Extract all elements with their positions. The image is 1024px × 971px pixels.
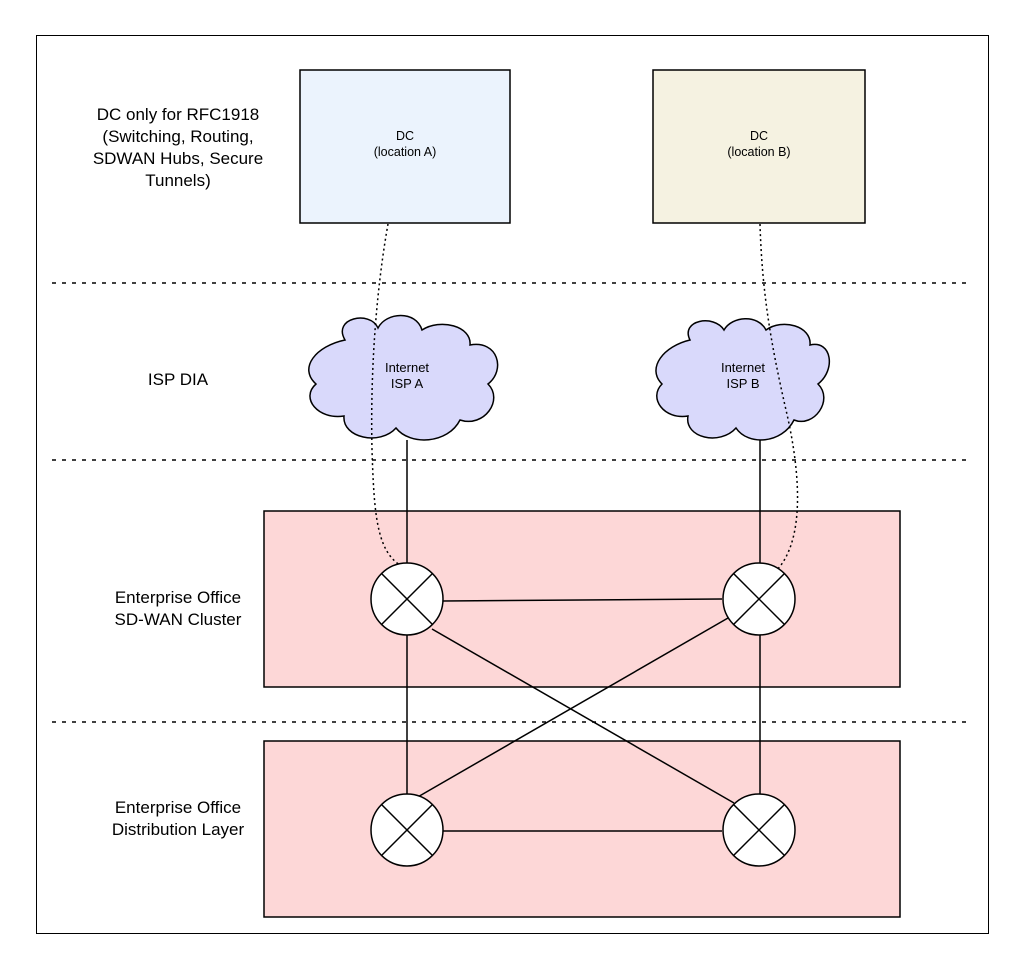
tunnel-dc-b — [759, 223, 799, 572]
layer-label-isp: ISP DIA — [147, 370, 209, 389]
cloud-isp-b — [655, 318, 831, 441]
cloud-isp-a — [308, 314, 499, 441]
cloud-icon — [655, 318, 831, 441]
layer-label-sdwan: Enterprise Office SD-WAN Cluster — [114, 588, 242, 629]
dc-box-b — [652, 69, 866, 224]
router-dist-b — [722, 793, 796, 867]
layer-label-distribution: Enterprise Office Distribution Layer — [111, 798, 245, 839]
link-sdwan-b-to-dist-a — [415, 617, 729, 799]
dc-label-a: DC (location A) — [373, 129, 437, 159]
links — [406, 440, 761, 832]
secure-tunnels — [370, 223, 799, 572]
dc-box-a — [299, 69, 511, 224]
diagram-frame — [36, 35, 989, 934]
layer-label-dc: DC only for RFC1918 (Switching, Routing,… — [92, 105, 264, 190]
cloud-icon — [308, 314, 499, 441]
router-dist-a — [370, 793, 444, 867]
sdwan-cluster-zone — [263, 510, 901, 688]
distribution-layer-zone — [263, 740, 901, 918]
link-sdwan-a-to-dist-b — [431, 628, 735, 804]
dc-label-b: DC (location B) — [727, 129, 791, 159]
cloud-label-isp-a: Internet ISP A — [384, 360, 430, 391]
router-sdwan-a — [370, 562, 444, 636]
tunnel-dc-a — [370, 223, 401, 566]
cloud-label-isp-b: Internet ISP B — [720, 360, 766, 391]
layer-separators — [52, 282, 972, 723]
link-sdwan-a-to-sdwan-b — [442, 598, 723, 602]
router-sdwan-b — [722, 562, 796, 636]
